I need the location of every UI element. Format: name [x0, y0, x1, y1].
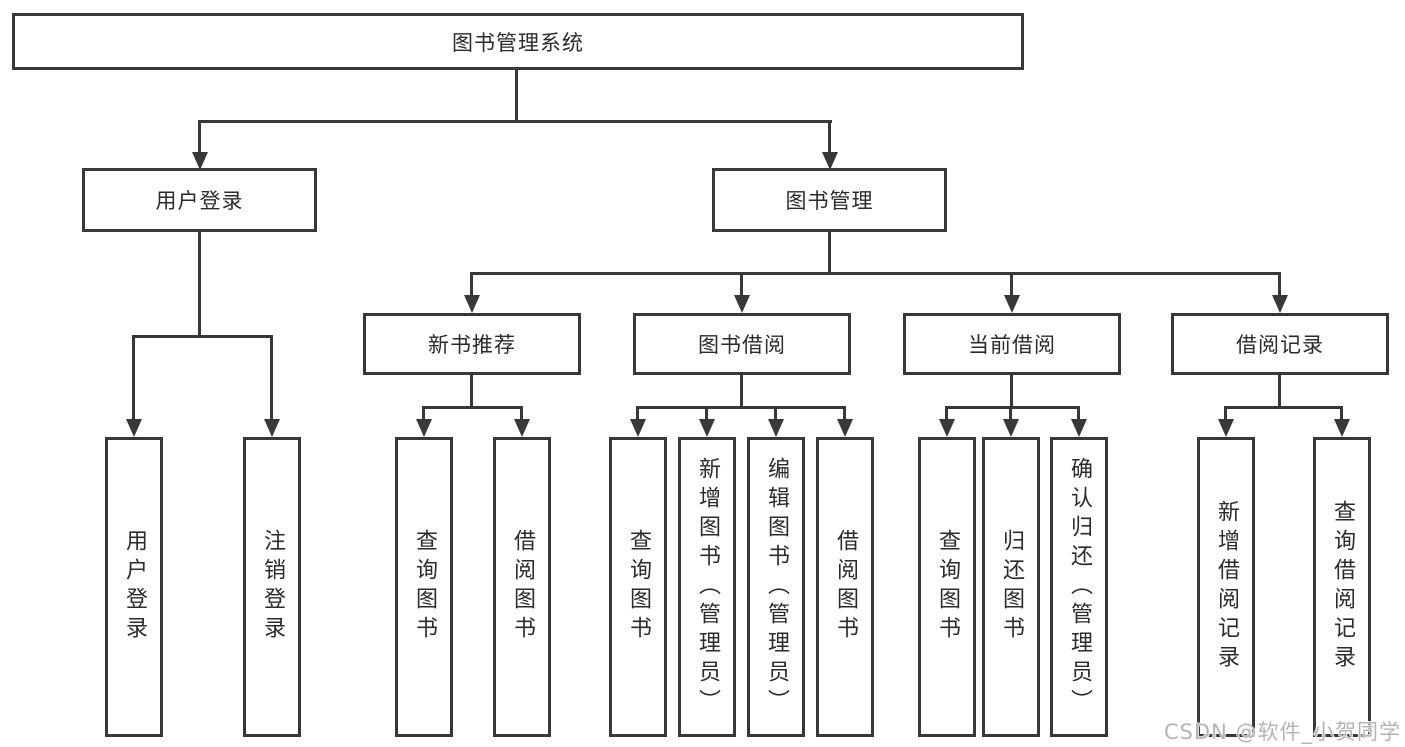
arrow-down-icon	[125, 335, 142, 437]
connector-borrowing-stem	[740, 375, 743, 406]
connector-user-login-rail	[132, 335, 273, 338]
leaf-logout: 注销登录	[243, 437, 301, 737]
connector-records-rail	[1224, 406, 1343, 409]
arrow-down-icon	[263, 335, 280, 437]
connector-user-login-stem	[198, 232, 201, 335]
leaf-borrowing-edit-book-admin: 编辑图书（管理员）	[747, 437, 805, 737]
node-library-management-system: 图书管理系统	[12, 13, 1024, 70]
arrow-down-icon	[733, 272, 750, 313]
arrow-down-icon	[1070, 406, 1087, 437]
node-current-borrowing: 当前借阅	[903, 313, 1121, 375]
arrow-down-icon	[698, 406, 715, 437]
leaf-records-add-borrow-record: 新增借阅记录	[1197, 437, 1255, 737]
arrow-down-icon	[463, 272, 480, 313]
node-user-login: 用户登录	[82, 168, 317, 232]
arrow-down-icon	[1002, 406, 1019, 437]
arrow-down-icon	[938, 406, 955, 437]
leaf-borrowing-query-books: 查询图书	[609, 437, 667, 737]
csdn-watermark: CSDN @软件_小贺同学	[1163, 720, 1401, 744]
connector-book-management-stem	[828, 232, 831, 272]
arrow-down-icon	[513, 406, 530, 437]
leaf-recommend-query-books: 查询图书	[395, 437, 453, 737]
arrow-down-icon	[415, 406, 432, 437]
node-book-borrowing: 图书借阅	[633, 313, 851, 375]
leaf-recommend-borrow-books: 借阅图书	[493, 437, 551, 737]
arrow-down-icon	[836, 406, 853, 437]
leaf-borrowing-add-book-admin: 新增图书（管理员）	[678, 437, 736, 737]
connector-book-management-rail	[470, 272, 1281, 275]
leaf-borrowing-borrow-books: 借阅图书	[816, 437, 874, 737]
node-new-book-recommendation: 新书推荐	[363, 313, 581, 375]
connector-root-rail	[198, 120, 832, 123]
leaf-user-login: 用户登录	[105, 437, 163, 737]
leaf-records-query-borrow-record: 查询借阅记录	[1313, 437, 1371, 737]
leaf-current-return-book: 归还图书	[982, 437, 1040, 737]
arrow-down-icon	[1003, 272, 1020, 313]
arrow-down-icon	[1333, 406, 1350, 437]
arrow-down-icon	[821, 120, 838, 170]
connector-recommendation-stem	[470, 375, 473, 406]
connector-current-rail	[945, 406, 1080, 409]
arrow-down-icon	[191, 120, 208, 170]
leaf-current-query-books: 查询图书	[918, 437, 976, 737]
connector-recommendation-rail	[422, 406, 523, 409]
connector-current-stem	[1010, 375, 1013, 406]
leaf-current-confirm-return-admin: 确认归还（管理员）	[1050, 437, 1108, 737]
connector-root-stem	[515, 70, 518, 120]
connector-records-stem	[1278, 375, 1281, 406]
arrow-down-icon	[1271, 272, 1288, 313]
arrow-down-icon	[629, 406, 646, 437]
arrow-down-icon	[1217, 406, 1234, 437]
arrow-down-icon	[767, 406, 784, 437]
node-borrowing-records: 借阅记录	[1171, 313, 1389, 375]
node-book-management: 图书管理	[712, 168, 947, 232]
connector-borrowing-rail	[636, 406, 846, 409]
